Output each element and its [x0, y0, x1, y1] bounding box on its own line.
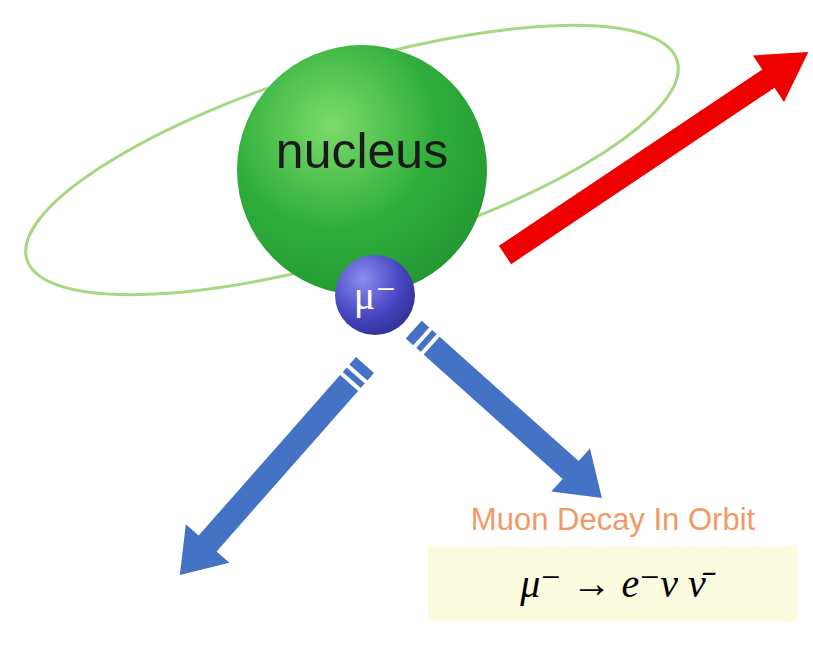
decay-formula-group: Muon Decay In Orbit μ⁻ → e⁻ν ν̄	[428, 502, 798, 621]
process-arrow	[394, 308, 621, 520]
emission-arrow	[489, 29, 813, 279]
process-arrow	[158, 346, 387, 594]
node-heading: Muon Decay In Orbit	[428, 502, 798, 538]
node-label: nucleus	[276, 122, 448, 180]
node-label: μ⁻	[354, 272, 397, 319]
formula-box: μ⁻ → e⁻ν ν̄	[428, 546, 798, 621]
formula-text: μ⁻ → e⁻ν ν̄	[438, 560, 788, 607]
orbit-ellipse	[0, 0, 705, 350]
muon-circle: μ⁻	[335, 255, 415, 335]
